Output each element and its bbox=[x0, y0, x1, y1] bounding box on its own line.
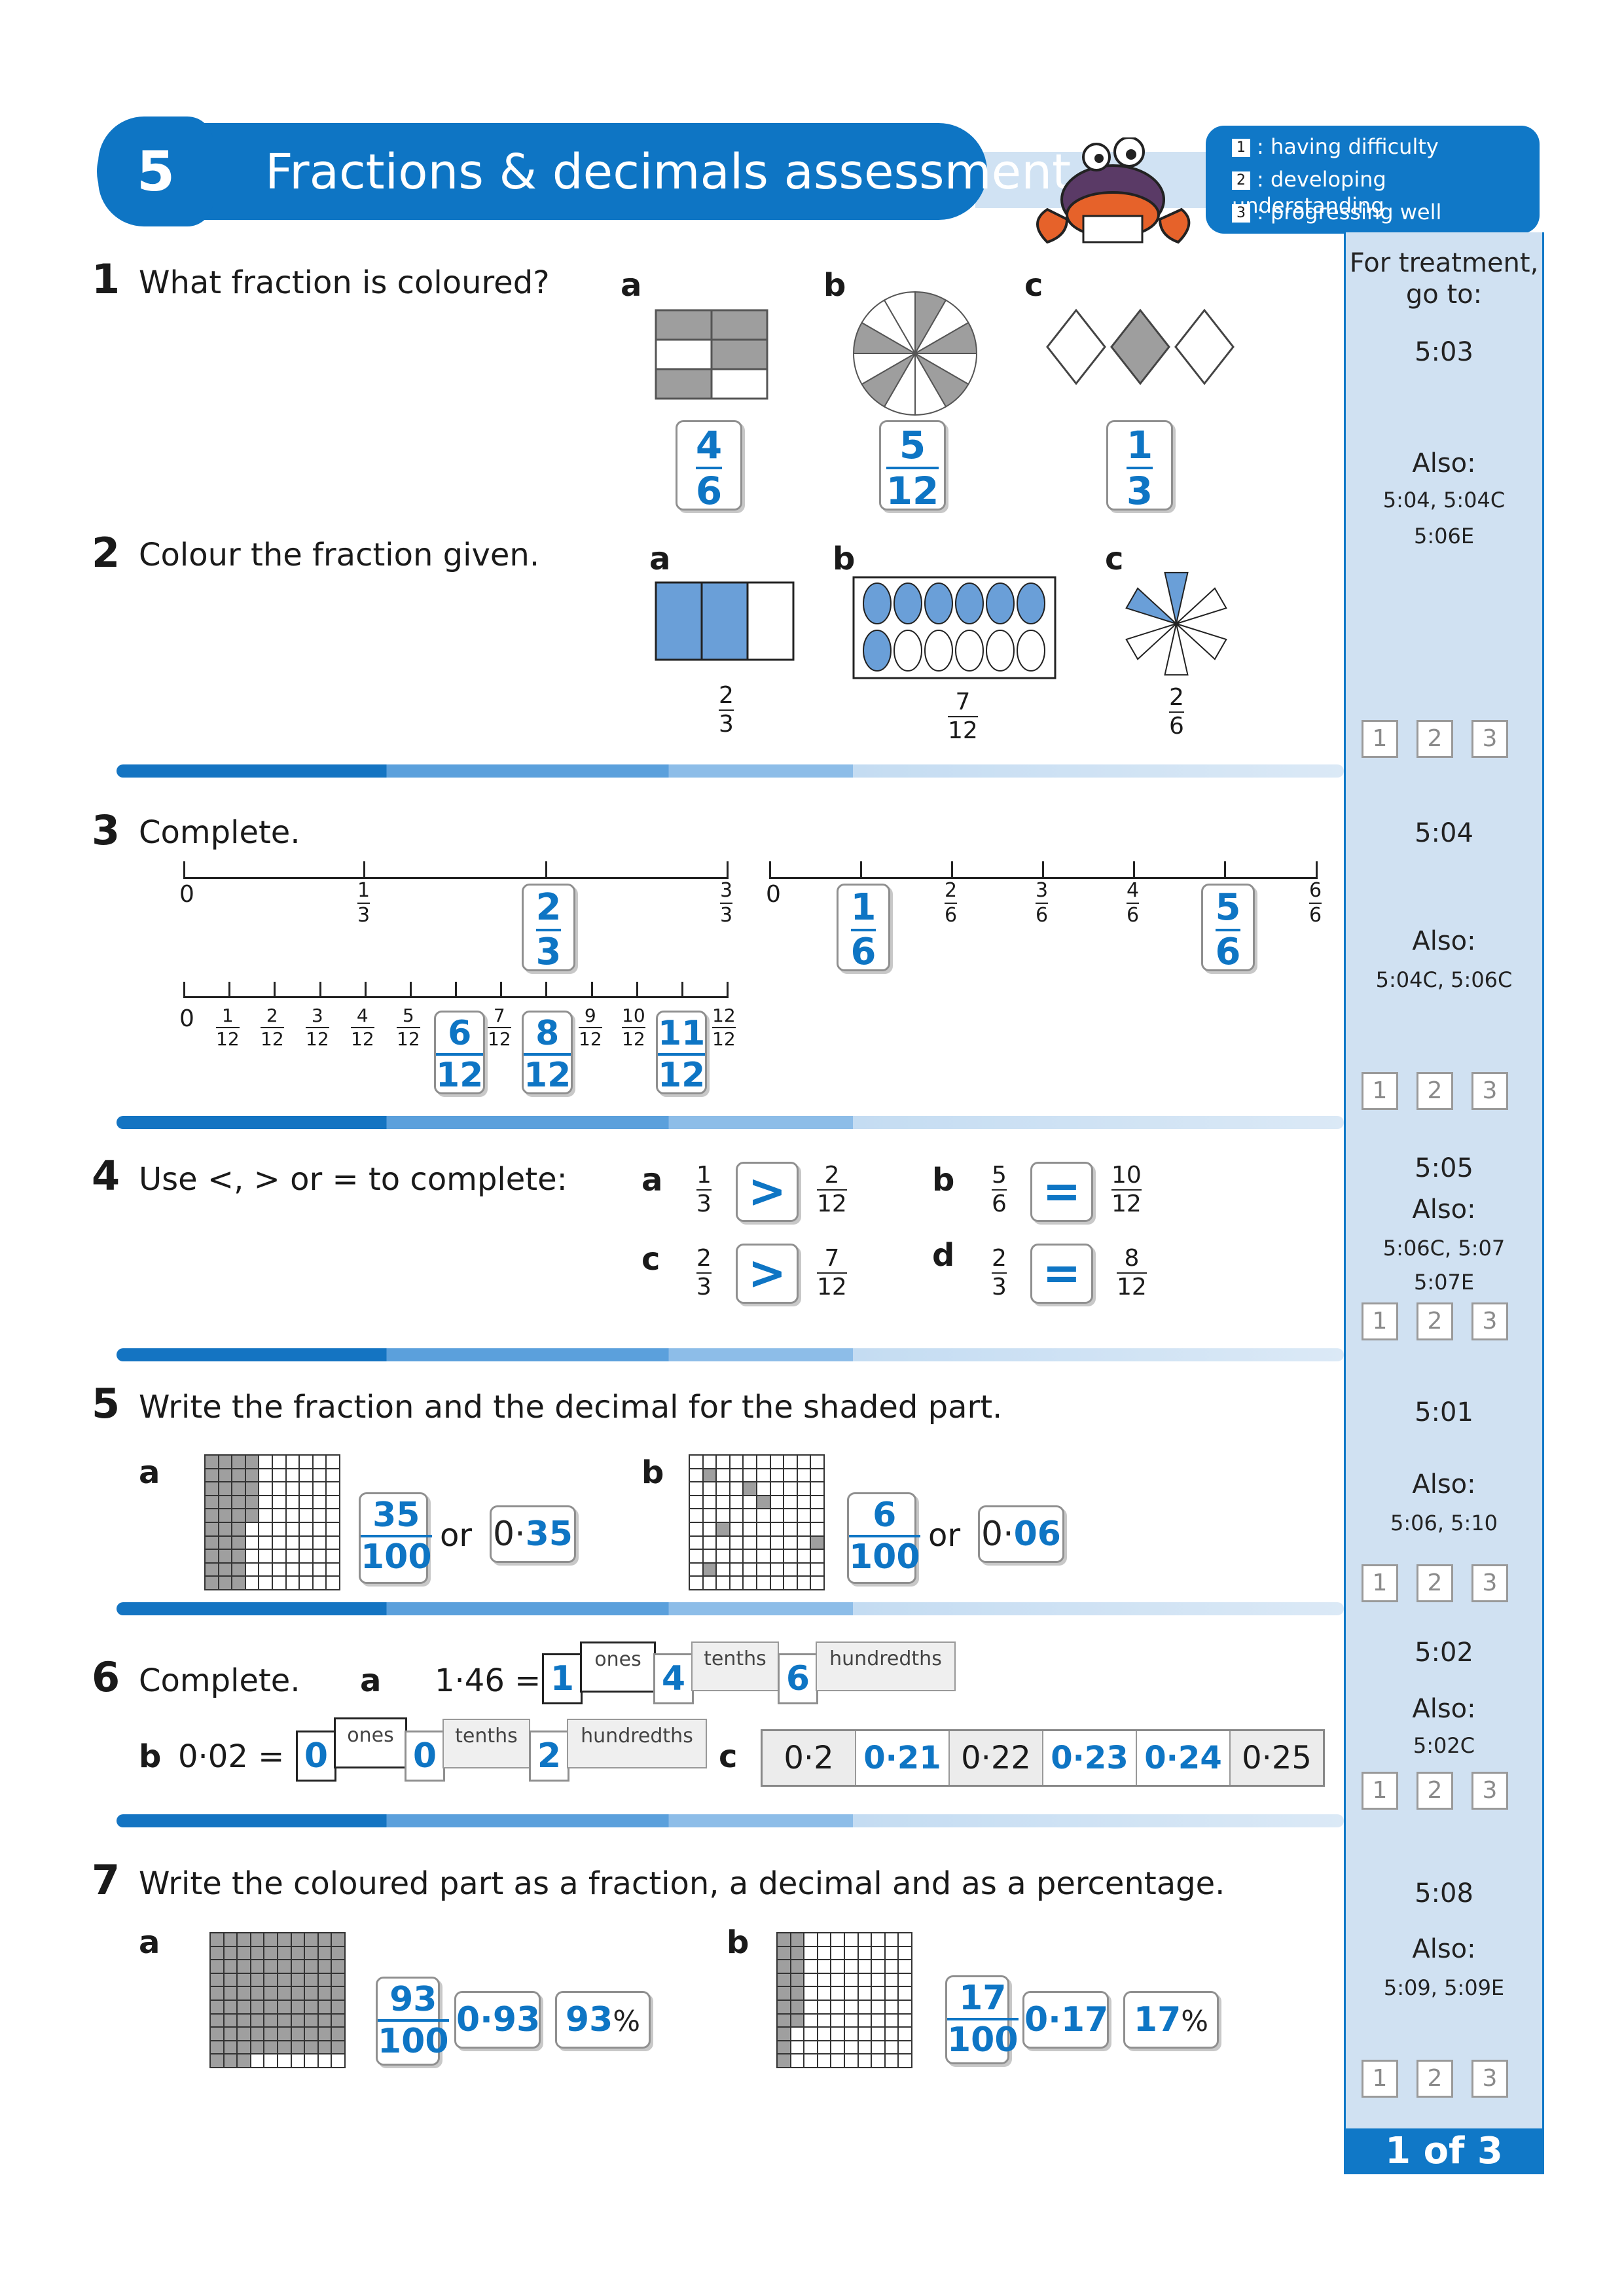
ones-answer-box[interactable]: 0 bbox=[296, 1731, 336, 1782]
header-banner bbox=[97, 123, 987, 220]
comparison-answer-box[interactable]: = bbox=[1030, 1244, 1093, 1304]
question-number: 1 bbox=[92, 255, 120, 303]
section-divider bbox=[117, 1116, 1344, 1129]
shaded-circle-figure bbox=[852, 291, 978, 416]
decimal-sequence: 0·2 0·21 0·22 0·23 0·24 0·25 bbox=[761, 1729, 1325, 1787]
crab-mascot-icon bbox=[1036, 137, 1191, 244]
sequence-cell: 0·25 bbox=[1231, 1731, 1323, 1785]
decimal-answer-box[interactable]: 0·17 bbox=[1022, 1991, 1109, 2049]
unit-number: 5 bbox=[98, 117, 213, 226]
section1-also-label: Also: bbox=[1412, 448, 1476, 478]
percentage-answer-box[interactable]: 17% bbox=[1123, 1991, 1219, 2049]
hundredths-answer-box[interactable]: 6 bbox=[778, 1653, 818, 1704]
colour-ovals-figure bbox=[852, 576, 1056, 679]
decimal-answer-box[interactable]: 0·93 bbox=[454, 1991, 541, 2049]
sequence-cell: 0·22 bbox=[950, 1731, 1043, 1785]
ones-answer-box[interactable]: 1 bbox=[542, 1653, 583, 1704]
hundred-grid bbox=[776, 1932, 912, 2068]
sequence-answer-cell[interactable]: 0·23 bbox=[1043, 1731, 1137, 1785]
sequence-cell: 0·2 bbox=[763, 1731, 856, 1785]
tenths-answer-box[interactable]: 4 bbox=[653, 1653, 694, 1704]
section-divider bbox=[117, 1348, 1344, 1361]
shaded-diamonds-figure bbox=[1046, 308, 1235, 386]
treatment-sidebar bbox=[1344, 232, 1544, 2171]
decimal-answer-box[interactable]: 0·35 bbox=[490, 1505, 576, 1563]
treatment-label: For treatment, go to: bbox=[1349, 248, 1539, 310]
colour-bar-figure bbox=[655, 581, 795, 661]
hundred-grid bbox=[689, 1454, 825, 1590]
tenths-answer-box[interactable]: 0 bbox=[405, 1731, 445, 1782]
sequence-answer-cell[interactable]: 0·21 bbox=[856, 1731, 950, 1785]
sequence-answer-cell[interactable]: 0·24 bbox=[1137, 1731, 1231, 1785]
section1-main: 5:03 bbox=[1415, 337, 1473, 367]
hundred-grid bbox=[204, 1454, 340, 1590]
percentage-answer-box[interactable]: 93% bbox=[555, 1991, 651, 2049]
comparison-answer-box[interactable]: = bbox=[1030, 1162, 1093, 1222]
rating-legend: 1: having difficulty 2: developing under… bbox=[1206, 126, 1540, 234]
hundred-grid bbox=[209, 1932, 346, 2068]
section-divider bbox=[117, 1602, 1344, 1615]
page-indicator: 1 of 3 bbox=[1344, 2128, 1544, 2174]
comparison-answer-box[interactable]: > bbox=[736, 1162, 799, 1222]
question-text: What fraction is coloured? bbox=[139, 264, 550, 301]
section-divider bbox=[117, 1814, 1344, 1827]
number-line-thirds bbox=[183, 877, 729, 879]
shaded-rectangle-figure bbox=[655, 309, 768, 400]
page-title: Fractions & decimals assessment bbox=[265, 144, 1072, 200]
comparison-answer-box[interactable]: > bbox=[736, 1244, 799, 1304]
section-divider bbox=[117, 764, 1344, 778]
colour-star-figure bbox=[1125, 571, 1227, 676]
hundredths-answer-box[interactable]: 2 bbox=[529, 1731, 569, 1782]
decimal-answer-box[interactable]: 0·06 bbox=[978, 1505, 1064, 1563]
